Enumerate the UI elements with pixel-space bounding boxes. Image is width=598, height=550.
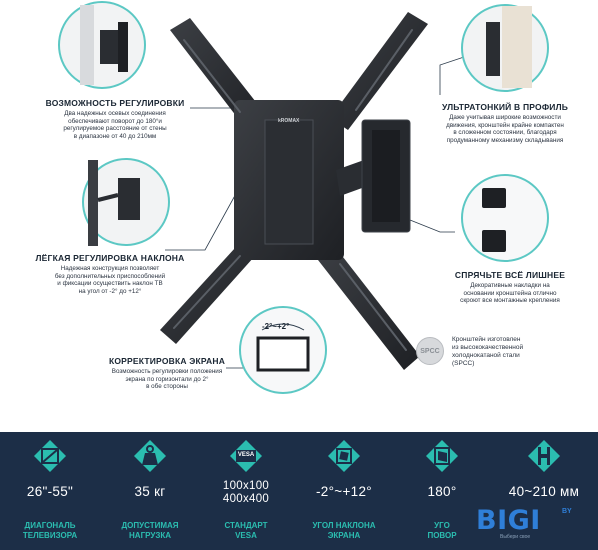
tilt-detail bbox=[82, 158, 170, 246]
callout-adjust-title: ВОЗМОЖНОСТЬ РЕГУЛИРОВКИ bbox=[45, 98, 185, 108]
callout-correction-desc: Возможность регулировки положения экрана… bbox=[111, 368, 223, 391]
callout-hide-desc: Декоративные накладки на основании кронш… bbox=[460, 282, 560, 305]
callout-adjust-desc: Два надежных осевых соединения обеспечив… bbox=[63, 110, 167, 140]
spec-weight-value: 35 кг bbox=[134, 484, 166, 499]
screen-angle-label: -2°~+2° bbox=[262, 322, 290, 331]
rotate-icon bbox=[424, 438, 460, 474]
bracket-illustration bbox=[58, 1, 549, 394]
spec-distance-value: 40~210 мм bbox=[508, 484, 580, 499]
product-infographic: kROMAX -2°~+2° ВОЗМОЖНОСТЬ РЕГУЛИРОВКИ Д… bbox=[20, 1, 590, 394]
callout-correction-title: КОРРЕКТИРОВКА ЭКРАНА bbox=[108, 356, 226, 366]
slim-detail bbox=[461, 4, 549, 92]
callout-hide: СПРЯЧЬТЕ ВСЁ ЛИШНЕЕ Декоративные накладк… bbox=[430, 270, 590, 305]
bracket-brand-mark: kROMAX bbox=[278, 118, 300, 124]
spec-rotate-value: 180° bbox=[427, 484, 457, 499]
bigi-logo: BIGI BY Выбери свое bbox=[476, 505, 586, 545]
correction-detail bbox=[239, 306, 327, 394]
spcc-note: Кронштейн изготовлен из высококачественн… bbox=[452, 336, 524, 367]
vesa-icon-text: VESA bbox=[237, 452, 255, 458]
diagonal-icon bbox=[32, 438, 68, 474]
distance-icon bbox=[526, 438, 562, 474]
logo-slogan: Выбери свое bbox=[500, 534, 531, 540]
wall-detail-top-left bbox=[58, 1, 146, 89]
callout-tilt: ЛЁГКАЯ РЕГУЛИРОВКА НАКЛОНА Надежная конс… bbox=[20, 253, 200, 295]
tilt-icon bbox=[326, 438, 362, 474]
spec-diagonal-value: 26"-55" bbox=[26, 484, 74, 499]
covers-detail bbox=[461, 174, 549, 262]
callout-slim-title: УЛЬТРАТОНКИЙ В ПРОФИЛЬ bbox=[441, 102, 569, 112]
arm-slots bbox=[173, 29, 413, 351]
extension-arm bbox=[336, 119, 411, 233]
callout-adjust: ВОЗМОЖНОСТЬ РЕГУЛИРОВКИ Два надежных осе… bbox=[30, 98, 200, 140]
logo-brand: BIGI bbox=[476, 505, 541, 536]
spec-tilt-value: -2°~+12° bbox=[316, 484, 372, 499]
vesa-icon: VESA bbox=[228, 438, 264, 474]
weight-icon bbox=[132, 438, 168, 474]
callout-tilt-title: ЛЁГКАЯ РЕГУЛИРОВКА НАКЛОНА bbox=[35, 253, 185, 263]
logo-tld: BY bbox=[562, 508, 572, 515]
bracket-arms bbox=[160, 12, 428, 370]
callout-hide-title: СПРЯЧЬТЕ ВСЁ ЛИШНЕЕ bbox=[454, 270, 566, 280]
spec-distance: 40~210 мм bbox=[494, 432, 594, 550]
spcc-badge: SPCC bbox=[416, 337, 444, 365]
callout-tilt-desc: Надежная конструкция позволяет без допол… bbox=[54, 265, 166, 295]
callout-slim: УЛЬТРАТОНКИЙ В ПРОФИЛЬ Даже учитывая шир… bbox=[420, 102, 590, 144]
callout-slim-desc: Даже учитывая широкие возможности движен… bbox=[446, 114, 564, 144]
callout-correction: КОРРЕКТИРОВКА ЭКРАНА Возможность регулир… bbox=[92, 356, 242, 391]
